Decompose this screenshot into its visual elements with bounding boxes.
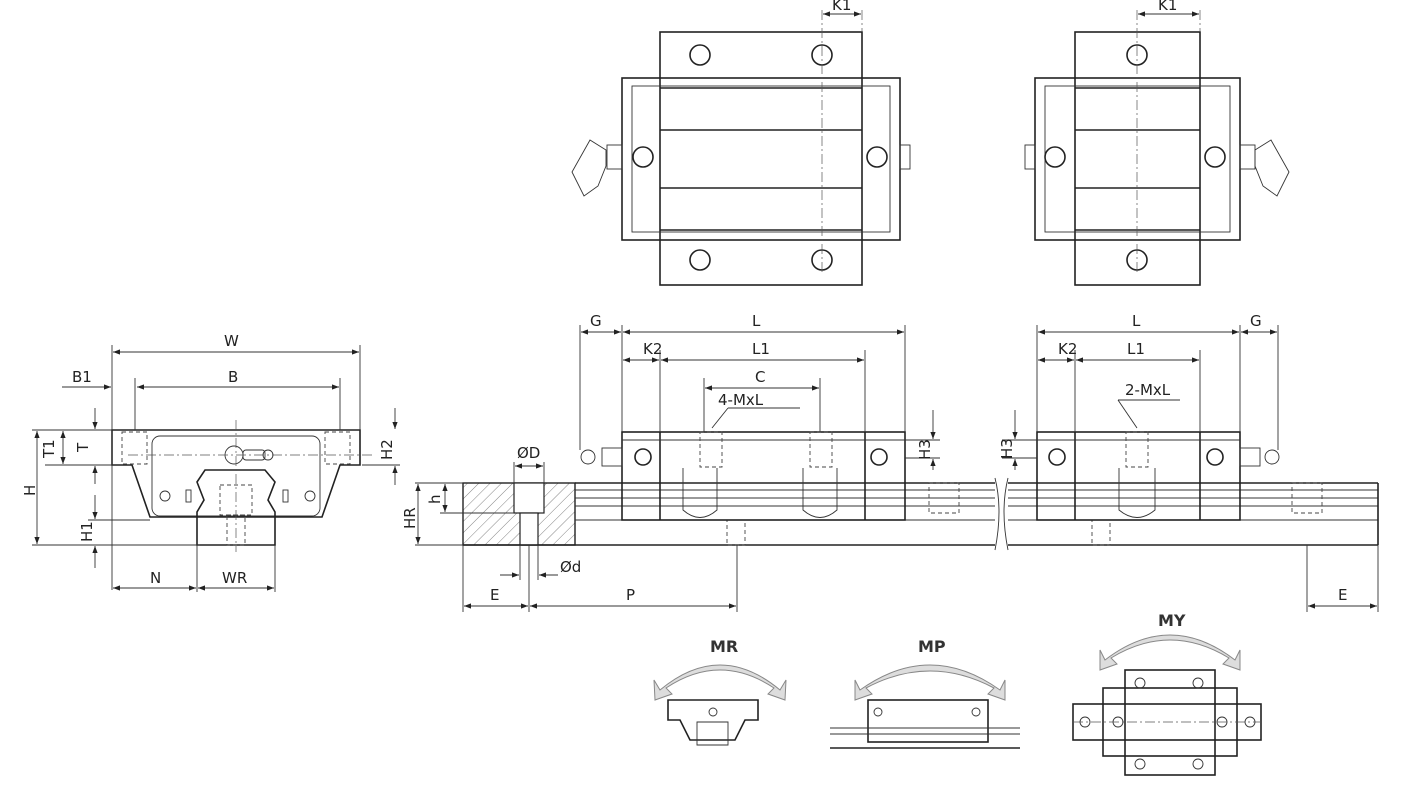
label-W: W (224, 332, 239, 350)
label-2-MxL: 2-MxL (1125, 381, 1171, 399)
label-MP: MP (918, 637, 946, 656)
label-K2-right: K2 (1058, 340, 1077, 358)
top-view-right: K1 (1024, 0, 1290, 286)
label-4-MxL: 4-MxL (718, 391, 764, 409)
label-L1-right: L1 (1127, 340, 1145, 358)
double-arrow-icon (1099, 634, 1241, 671)
label-L-right: L (1132, 312, 1141, 330)
label-h: h (426, 494, 444, 504)
label-G-right: G (1250, 312, 1262, 330)
label-H3-left: H3 (916, 439, 934, 460)
label-K1-right: K1 (1158, 0, 1177, 14)
label-MR: MR (710, 637, 738, 656)
label-G-left: G (590, 312, 602, 330)
label-N: N (150, 569, 161, 587)
label-C: C (755, 368, 765, 386)
label-B1: B1 (72, 368, 92, 386)
moment-pitch-diagram: MP (830, 637, 1020, 749)
label-H1: H1 (78, 521, 96, 542)
label-K2-left: K2 (643, 340, 662, 358)
label-phid: Ød (560, 558, 581, 576)
label-E-right: E (1338, 586, 1347, 604)
moment-roll-diagram: MR (653, 637, 787, 746)
label-T1: T1 (40, 439, 58, 459)
label-HR: HR (401, 507, 419, 529)
label-E-left: E (490, 586, 499, 604)
label-P: P (626, 586, 635, 604)
label-H3-right: H3 (998, 438, 1016, 459)
side-view: G L K2 L1 C 4-MxL H3 L G K2 L1 2-MxL H3 … (401, 312, 1379, 612)
label-T: T (74, 442, 92, 453)
double-arrow-icon (854, 664, 1006, 701)
label-MY: MY (1158, 611, 1186, 630)
label-H2: H2 (378, 439, 396, 460)
label-L-left: L (752, 312, 761, 330)
label-WR: WR (222, 569, 247, 587)
cross-section-view: W B B1 H T1 T H1 H2 N WR (21, 332, 400, 592)
label-H: H (21, 485, 39, 496)
label-phiD: ØD (517, 444, 540, 462)
double-arrow-icon (653, 664, 787, 701)
label-B: B (228, 368, 238, 386)
label-L1-left: L1 (752, 340, 770, 358)
moment-yaw-diagram: MY (1072, 611, 1262, 776)
label-K1-left: K1 (832, 0, 851, 14)
top-view-left: K1 (571, 0, 911, 286)
